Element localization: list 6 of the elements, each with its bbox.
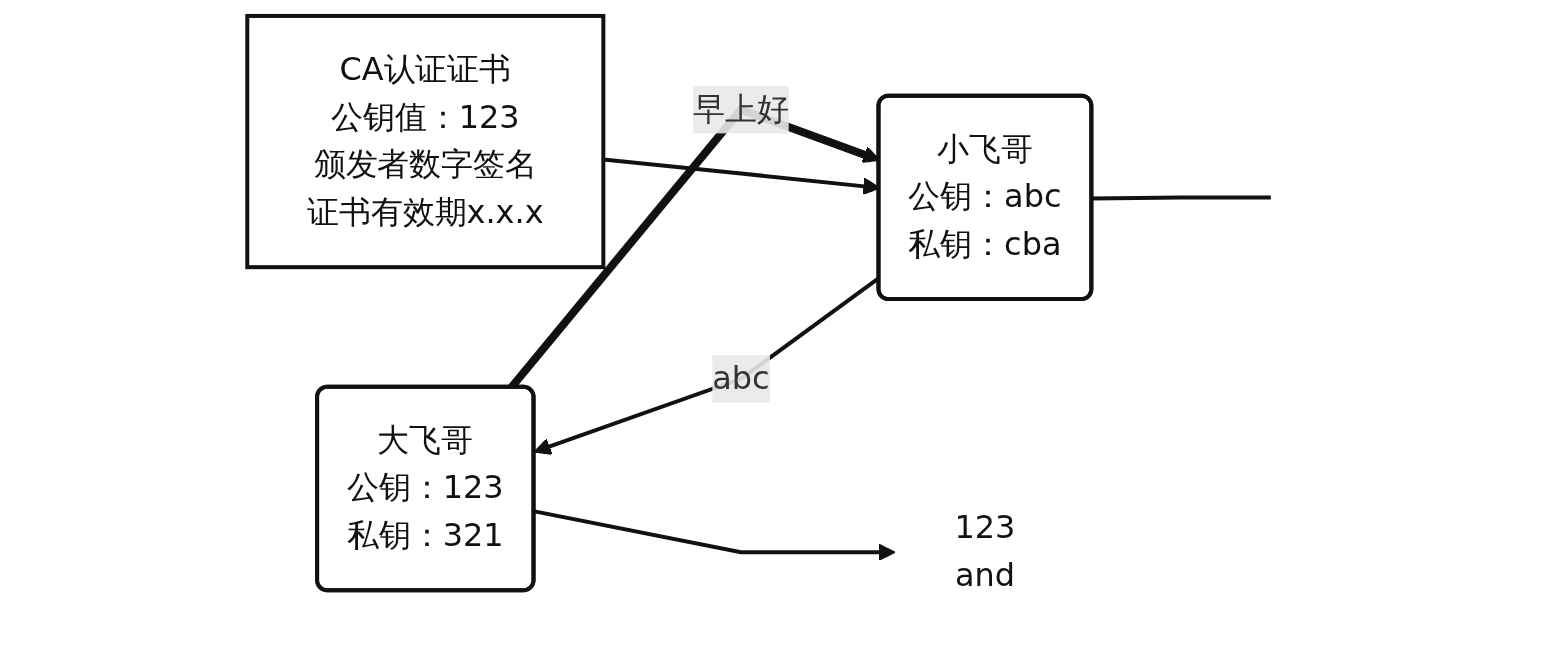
node-text: 123 and	[954, 508, 1016, 595]
arrow	[534, 509, 896, 562]
node-box: CA认证证书 公钥值：123 颁发者数字签名 证书有效期x.x.x	[245, 13, 606, 270]
edge-label: abc	[712, 358, 770, 397]
connector	[1092, 195, 1271, 201]
edge-label: 早上好	[693, 89, 789, 128]
